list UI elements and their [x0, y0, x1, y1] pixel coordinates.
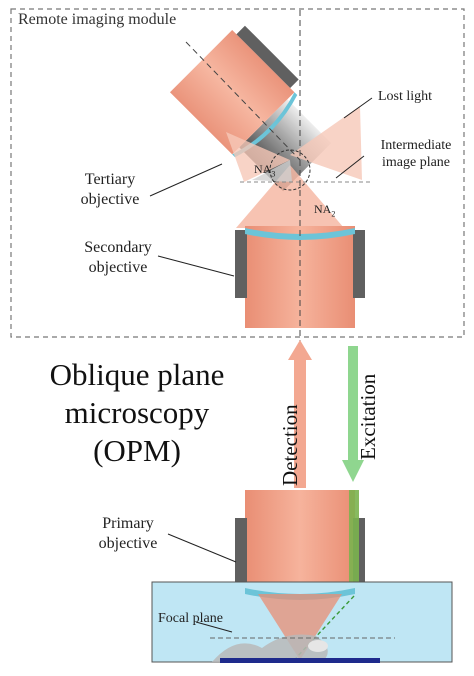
- tertiary-flange: [236, 25, 299, 88]
- lost-light-label: Lost light: [378, 89, 433, 104]
- coverslip: [220, 658, 380, 663]
- lost-light-leader: [343, 97, 373, 119]
- intermediate-line-1: Intermediate: [380, 138, 452, 153]
- detection-shaft: [294, 358, 306, 488]
- primary-barrel: [245, 490, 355, 590]
- secondary-leader: [157, 255, 235, 277]
- tertiary-line-1: Tertiary: [84, 171, 136, 188]
- na2-label: NA2: [314, 202, 335, 218]
- primary-excitation-path: [349, 490, 359, 590]
- excitation-text: Excitation: [356, 373, 380, 460]
- excitation-arrowhead: [342, 460, 364, 482]
- intermediate-line-2: image plane: [381, 155, 451, 170]
- primary-flange-left: [235, 518, 247, 590]
- na3-sub: 3: [271, 169, 276, 179]
- primary-focus-cone: [258, 594, 342, 660]
- excitation-shaft: [348, 346, 358, 460]
- secondary-flange-left: [235, 230, 247, 298]
- detection-arrowhead: [288, 340, 312, 360]
- primary-line-1: Primary: [102, 515, 154, 532]
- title-line-1: Oblique plane: [49, 357, 225, 392]
- na2-base: NA: [314, 202, 332, 216]
- na2-sub: 2: [331, 209, 336, 219]
- na3-wedge: [252, 160, 292, 182]
- tertiary-line-2: objective: [80, 191, 140, 208]
- tertiary-light-cone: [226, 132, 290, 182]
- sample: [212, 634, 328, 662]
- focal-plane-leader: [195, 621, 233, 633]
- focal-plane-label: Focal plane: [158, 611, 223, 626]
- module-label: Remote imaging module: [18, 11, 177, 28]
- tertiary-leader: [149, 163, 223, 197]
- sample-cell: [308, 640, 328, 652]
- na3-label: NA3: [254, 162, 275, 178]
- intermediate-plane-label: Intermediate image plane: [366, 137, 466, 171]
- intermediate-cone: [236, 165, 344, 228]
- na3-base: NA: [254, 162, 272, 176]
- oblique-axis: [185, 41, 301, 161]
- intermediate-leader: [335, 155, 365, 179]
- secondary-line-1: Secondary: [84, 239, 152, 256]
- tertiary-label: Tertiary objective: [60, 170, 160, 210]
- page-title: Oblique plane microscopy (OPM): [2, 356, 272, 470]
- remote-module-box: [10, 8, 465, 338]
- secondary-flange-right: [353, 230, 365, 298]
- primary-label: Primary objective: [78, 514, 178, 554]
- detection-label: Detection: [278, 404, 302, 486]
- secondary-line-2: objective: [88, 259, 148, 276]
- primary-line-2: objective: [98, 535, 158, 552]
- excitation-label: Excitation: [356, 374, 381, 460]
- title-line-3: (OPM): [93, 433, 181, 468]
- na-arc: [269, 149, 311, 191]
- primary-leader: [167, 533, 237, 563]
- title-line-2: microscopy: [64, 395, 210, 430]
- secondary-label: Secondary objective: [68, 238, 168, 278]
- lost-light-cone: [290, 106, 362, 180]
